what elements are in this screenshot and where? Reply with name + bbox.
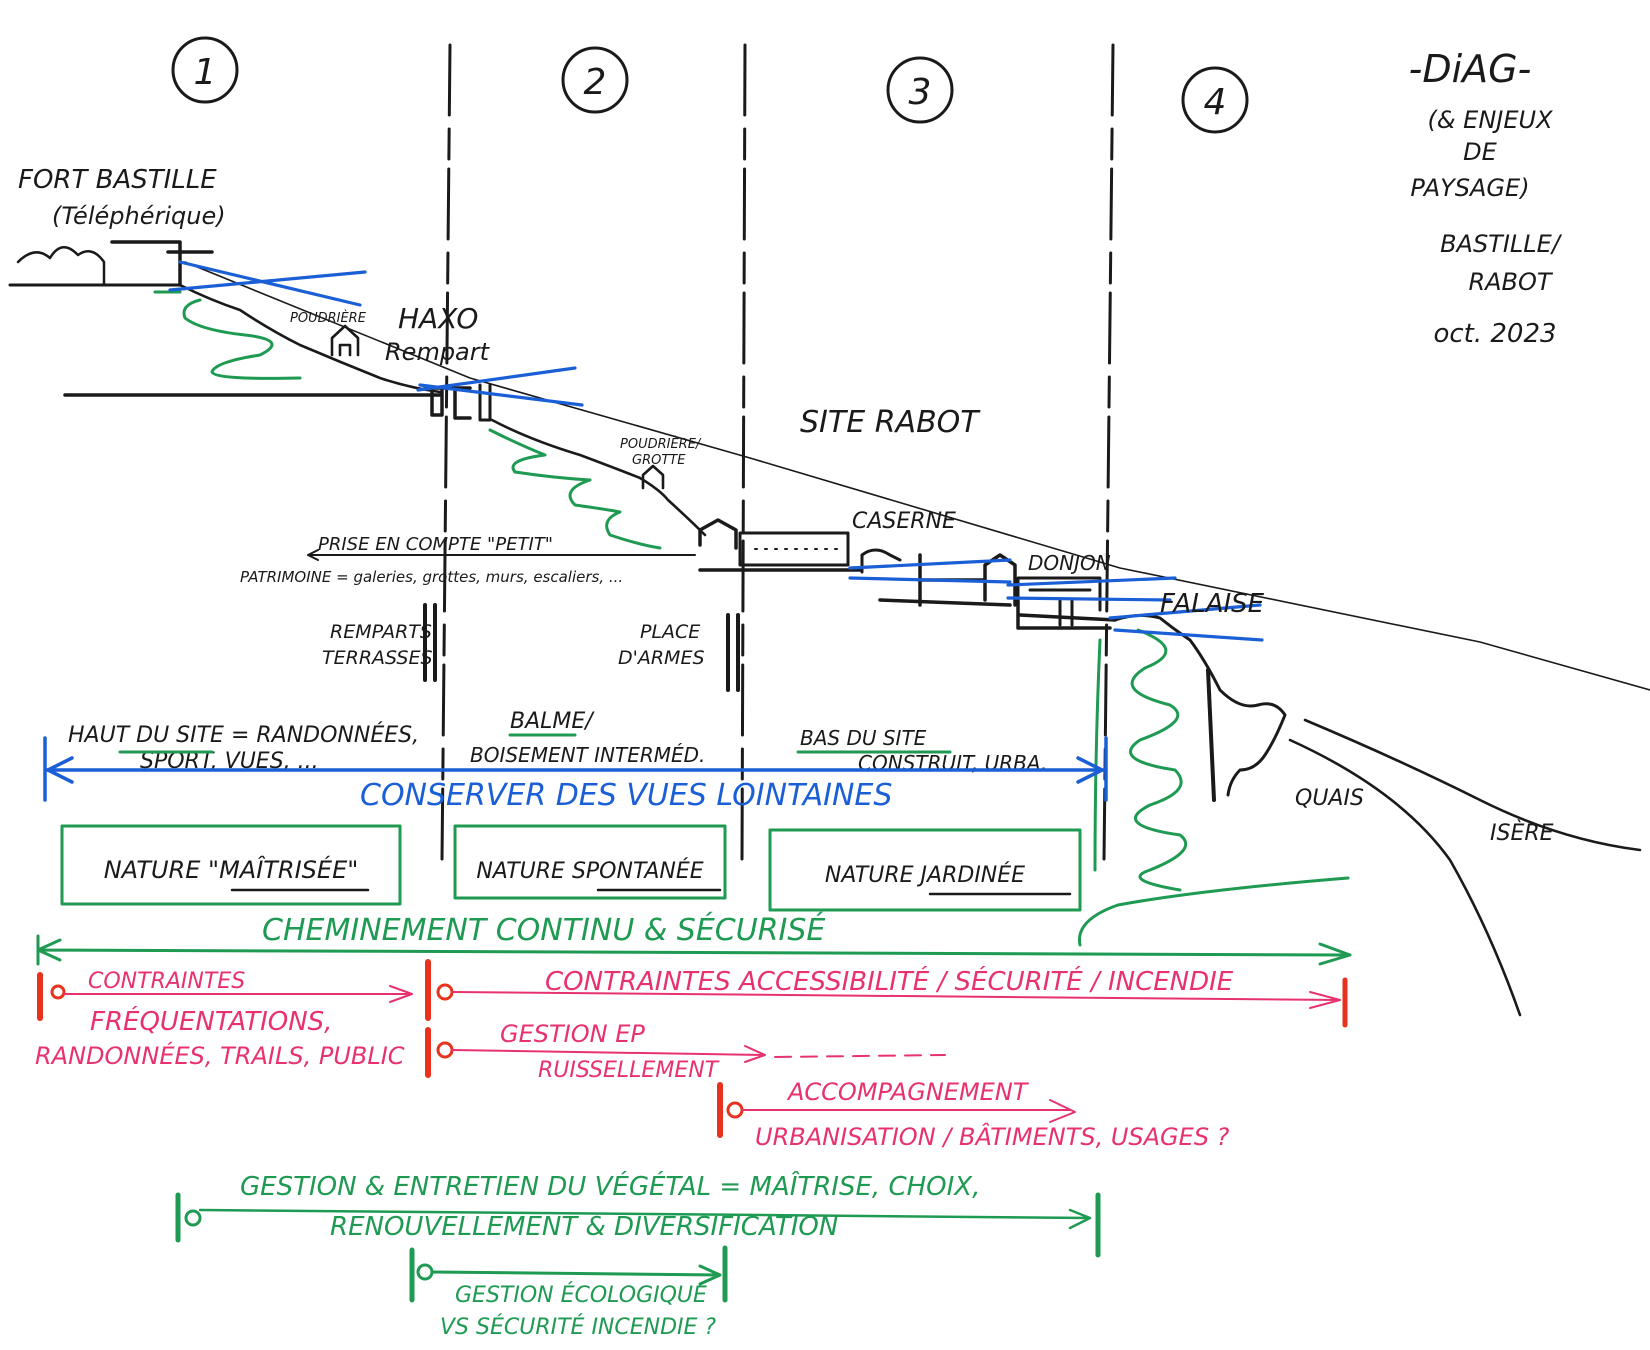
site-rabot-label: SITE RABOT	[800, 405, 981, 440]
subtitle-line-3: PAYSAGE)	[1410, 174, 1529, 202]
rempart-label: Rempart	[385, 338, 491, 366]
contraintes-accessibilite-label: CONTRAINTES ACCESSIBILITÉ / SÉCURITÉ / I…	[545, 965, 1234, 997]
haut-du-site-line-1: HAUT DU SITE = RANDONNÉES,	[68, 722, 419, 748]
switchback-paths	[153, 290, 1188, 892]
diagram-date: oct. 2023	[1433, 319, 1556, 349]
nature-spontanee-label: NATURE SPONTANÉE	[476, 858, 703, 884]
caserne-label: CASERNE	[852, 509, 956, 534]
heritage-notes: PRISE EN COMPTE "PETIT" PATRIMOINE = gal…	[240, 534, 740, 692]
zone-4-label: 4	[1204, 82, 1227, 123]
conserver-vues-label: CONSERVER DES VUES LOINTAINES	[360, 778, 892, 813]
fort-bastille-label: FORT BASTILLE	[18, 165, 217, 195]
gestion-vegetal-line-2: RENOUVELLEMENT & DIVERSIFICATION	[330, 1212, 838, 1242]
urbanisation-label: URBANISATION / BÂTIMENTS, USAGES ?	[755, 1122, 1230, 1151]
nature-boxes: NATURE "MAÎTRISÉE" NATURE SPONTANÉE NATU…	[60, 824, 1082, 912]
isere-label: ISÈRE	[1490, 820, 1554, 846]
balme-line-1: BALME/	[510, 709, 595, 734]
petit-patrimoine-line-1: PRISE EN COMPTE "PETIT"	[318, 534, 553, 555]
view-lines	[168, 260, 1264, 642]
poudriere-label: POUDRIÈRE	[290, 310, 367, 326]
falaise-label: FALAISE	[1160, 589, 1265, 619]
landmark-labels: FORT BASTILLE (Téléphérique) POUDRIÈRE H…	[18, 165, 1554, 846]
zone-bands: HAUT DU SITE = RANDONNÉES, SPORT, VUES, …	[68, 709, 1047, 775]
terrasses-label: TERRASSES	[322, 647, 433, 669]
constraints: CONTRAINTES FRÉQUENTATIONS, RANDONNÉES, …	[35, 959, 1348, 1151]
diagram-title: -DiAG-	[1409, 47, 1532, 91]
contraintes-label: CONTRAINTES	[88, 969, 245, 994]
accompagnement-label: ACCOMPAGNEMENT	[786, 1078, 1030, 1106]
subtitle-line-2: DE	[1463, 138, 1497, 166]
bas-du-site-line-1: BAS DU SITE	[800, 726, 927, 750]
subtitle-line-1: (& ENJEUX	[1427, 106, 1553, 134]
path-axis: CHEMINEMENT CONTINU & SÉCURISÉ	[36, 876, 1352, 966]
frequentations-label: FRÉQUENTATIONS,	[90, 1005, 332, 1037]
remparts-label: REMPARTS	[330, 621, 432, 643]
place-label: PLACE	[640, 621, 700, 643]
gestion-ep-label: GESTION EP	[500, 1020, 645, 1048]
poudriere-grotte-label-2: GROTTE	[632, 453, 686, 468]
telepherique-label: (Téléphérique)	[52, 202, 226, 230]
views-axis: CONSERVER DES VUES LOINTAINES	[43, 736, 1108, 813]
poudriere-grotte-label-1: POUDRIÈRE/	[620, 436, 702, 452]
nature-maitrisee-label: NATURE "MAÎTRISÉE"	[104, 855, 359, 884]
nature-jardinee-label: NATURE JARDINÉE	[825, 862, 1025, 888]
nature-spontanee-box	[453, 824, 727, 900]
cheminement-label: CHEMINEMENT CONTINU & SÉCURISÉ	[262, 912, 825, 948]
zone-1-label: 1	[194, 52, 217, 93]
armes-label: D'ARMES	[618, 647, 705, 669]
donjon-label: DONJON	[1028, 551, 1111, 575]
zone-3-label: 3	[909, 72, 932, 113]
ruissellement-label: RUISSELLEMENT	[538, 1058, 720, 1083]
haxo-label: HAXO	[398, 302, 478, 335]
quais-label: QUAIS	[1295, 786, 1364, 811]
gestion-ecologique-line-1: GESTION ÉCOLOGIQUE	[455, 1282, 707, 1308]
gestion-vegetal-line-1: GESTION & ENTRETIEN DU VÉGÉTAL = MAÎTRIS…	[240, 1170, 980, 1202]
terrain-section	[8, 240, 1650, 1017]
zone-circles: 1 2 3 4	[171, 36, 1249, 134]
petit-patrimoine-line-2: PATRIMOINE = galeries, grottes, murs, es…	[240, 568, 623, 586]
balme-line-2: BOISEMENT INTERMÉD.	[470, 743, 705, 767]
site-name-line-1: BASTILLE/	[1440, 230, 1563, 258]
zone-2-label: 2	[584, 62, 607, 103]
nature-maitrisee-box	[60, 824, 402, 906]
gestion-ecologique-line-2: VS SÉCURITÉ INCENDIE ?	[440, 1314, 716, 1340]
zone-dividers	[440, 43, 1115, 862]
vegetal-management: GESTION & ENTRETIEN DU VÉGÉTAL = MAÎTRIS…	[175, 1170, 1101, 1340]
randonnees-label: RANDONNÉES, TRAILS, PUBLIC	[35, 1041, 405, 1070]
header: -DiAG- (& ENJEUX DE PAYSAGE) BASTILLE/ R…	[1409, 47, 1563, 349]
nature-jardinee-box	[768, 828, 1082, 912]
site-name-line-2: RABOT	[1468, 268, 1553, 296]
